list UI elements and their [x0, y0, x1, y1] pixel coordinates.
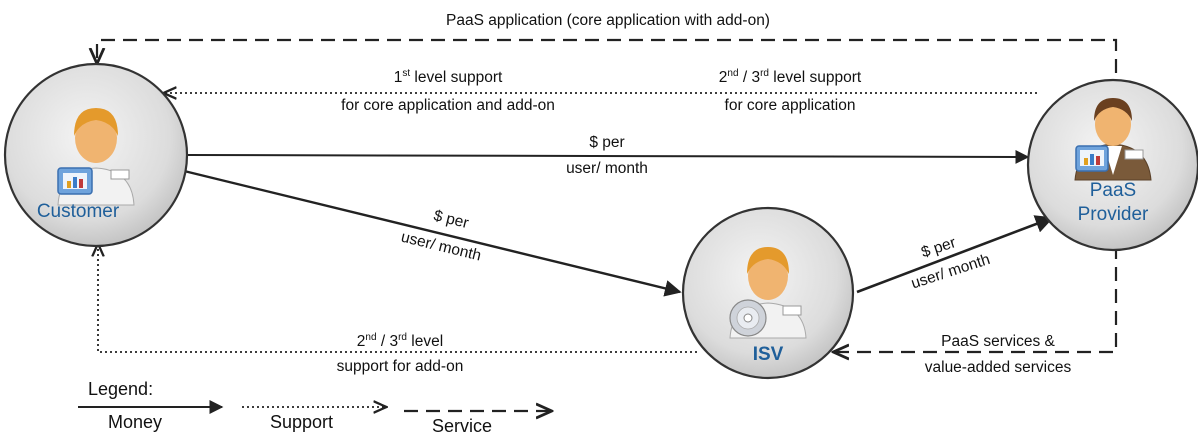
node-paas-provider: PaaS Provider — [1026, 78, 1198, 252]
legend: Legend: Money Support Service — [78, 379, 550, 433]
legend-title: Legend: — [88, 379, 153, 399]
money-customer-isv-label-line1: $ per — [432, 207, 470, 232]
edge-support-addon: 2nd / 3rd level support for add-on — [98, 245, 697, 375]
provider-chart-icon — [1075, 145, 1109, 172]
node-isv: ISV — [681, 206, 855, 380]
second-third-support-core-label: 2nd / 3rd level support — [719, 68, 862, 86]
edge-paas-application-label: PaaS application (core application with … — [446, 12, 770, 29]
money-customer-provider-label-line2: user/ month — [566, 160, 648, 177]
paas-services-label-line1: PaaS services & — [941, 333, 1055, 350]
customer-chart-icon — [57, 167, 93, 195]
edge-paas-services: PaaS services & value-added services — [835, 245, 1118, 376]
second-third-support-addon-label-line2: support for add-on — [337, 358, 464, 375]
edge-paas-application: PaaS application (core application with … — [97, 12, 1118, 95]
legend-money-label: Money — [108, 412, 162, 432]
provider-label-line1: PaaS — [1090, 180, 1136, 201]
second-third-support-addon-label: 2nd / 3rd level — [357, 332, 443, 350]
legend-service-label: Service — [432, 416, 492, 433]
edge-money-isv-provider: $ per user/ month — [856, 215, 1054, 294]
cd-icon — [729, 299, 767, 337]
customer-label: Customer — [37, 201, 120, 222]
edge-support-core: 1st level support for core application a… — [165, 68, 1037, 114]
legend-support-label: Support — [270, 412, 333, 432]
edge-money-customer-isv: $ per user/ month — [179, 168, 682, 297]
edge-money-customer-provider: $ per user/ month — [187, 134, 1030, 177]
first-level-support-label: 1st level support — [394, 68, 503, 86]
provider-label-line2: Provider — [1078, 204, 1149, 225]
second-third-support-core-label-line2: for core application — [725, 97, 856, 114]
isv-label: ISV — [753, 344, 784, 365]
node-customer: Customer — [3, 62, 189, 248]
first-level-support-label-line2: for core application and add-on — [341, 97, 555, 114]
money-customer-provider-label-line1: $ per — [589, 134, 624, 151]
paas-services-label-line2: value-added services — [925, 359, 1072, 376]
